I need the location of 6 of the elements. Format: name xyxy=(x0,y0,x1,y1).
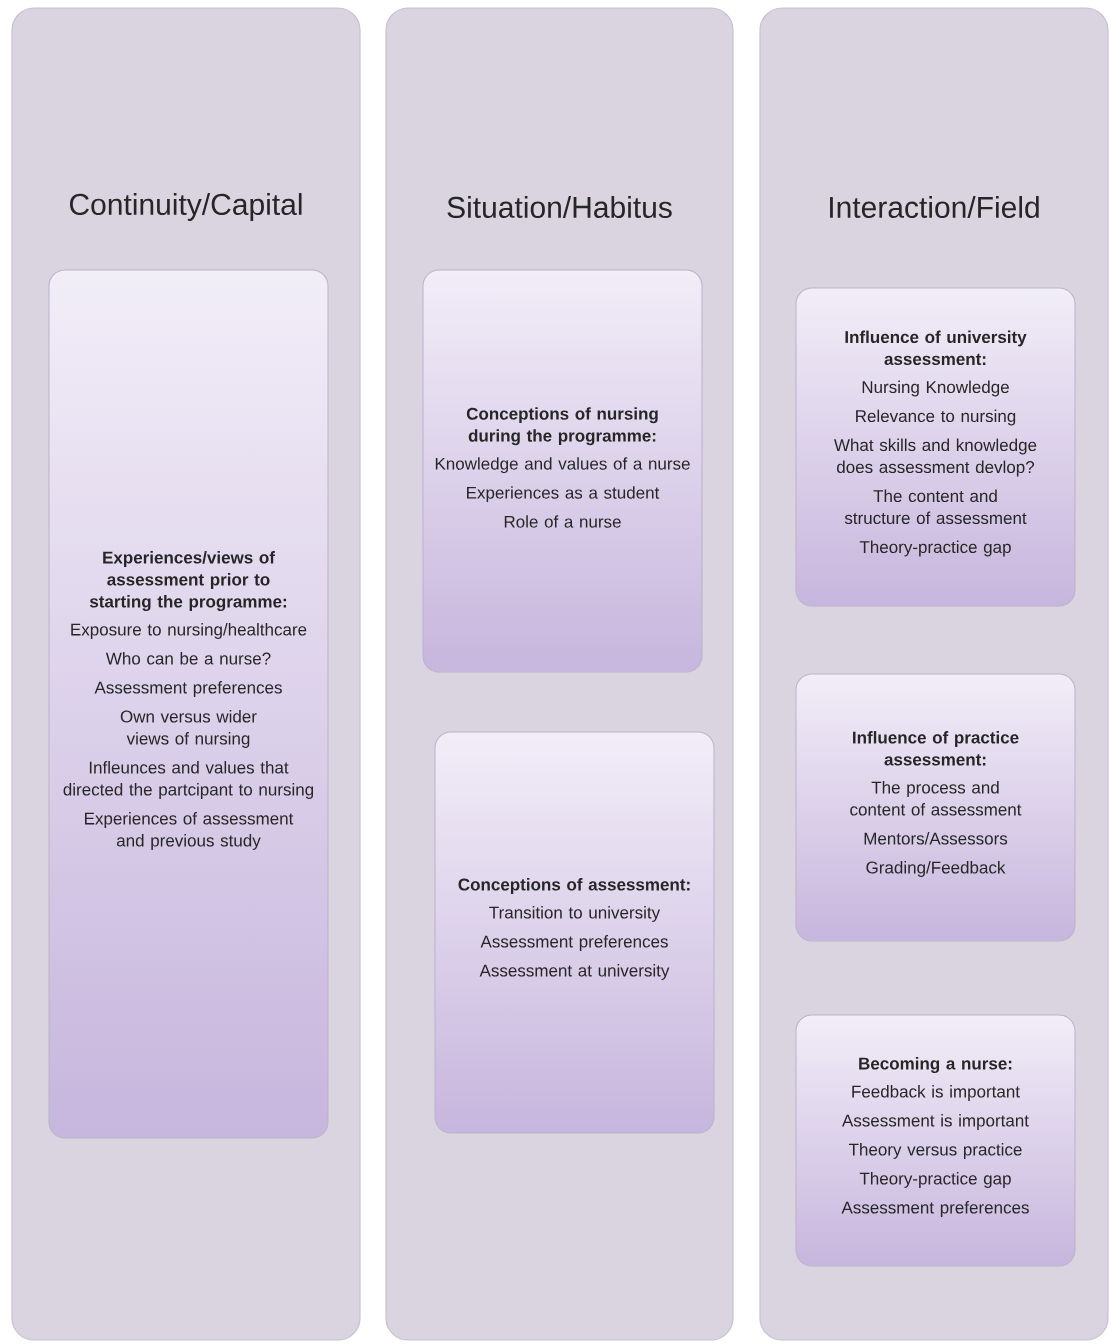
theme-box: Conceptions of nursing during the programme: Knowledge and values of a nurse Experiences as a student Role of a nurse xyxy=(422,269,703,673)
theme-box: Becoming a nurse: Feedback is important Assessment is important Theory versus practice Theory-practice gap Assessment preferences xyxy=(795,1014,1076,1267)
theme-box: Conceptions of assessment: Transition to university Assessment preferences Assessment at university xyxy=(434,731,715,1134)
theme-box: Influence of university assessment: Nursing Knowledge Relevance to nursing What skills and knowledge does assessment devlop? The content and structure of assessment Theory-practice gap xyxy=(795,287,1076,607)
theme-box: Experiences/views of assessment prior to starting the programme: Exposure to nursing/healthcare Who can be a nurse? Assessment preferences Own versus wider views of nursing Infleunces and values that directed the partcipant to nursing Experiences of assessment and previous study xyxy=(48,269,329,1139)
theme-box: Influence of practice assessment: The process and content of assessment Mentors/Assessors Grading/Feedback xyxy=(795,673,1076,942)
